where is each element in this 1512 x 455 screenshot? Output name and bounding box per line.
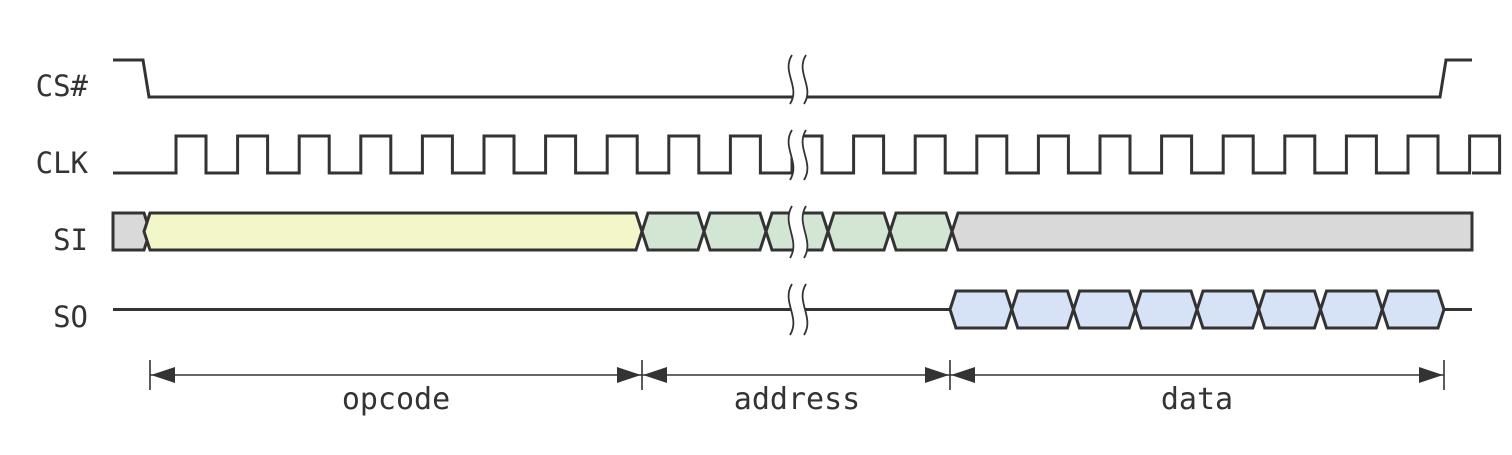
opcode-label: opcode	[342, 382, 450, 417]
data-label: data	[1161, 382, 1233, 417]
so-label: SO	[53, 300, 88, 334]
break-line	[801, 129, 809, 181]
break-gap	[788, 55, 808, 104]
arrow-right-icon	[1419, 367, 1443, 383]
break-line	[787, 205, 795, 259]
arrow-right-icon	[925, 367, 949, 383]
so-bus	[113, 289, 1472, 330]
si-address-byte	[640, 211, 706, 252]
si-bus	[111, 211, 1474, 252]
break-line	[801, 283, 809, 336]
so-data-byte	[1318, 289, 1384, 330]
discontinuity-mark	[787, 54, 809, 336]
so-data-byte	[1010, 289, 1076, 330]
break-gap	[788, 284, 808, 335]
si-idle-segment	[950, 211, 1474, 252]
so-data-byte	[1195, 289, 1261, 330]
break-line	[801, 205, 809, 259]
break-line	[787, 129, 795, 181]
si-address-byte	[826, 211, 892, 252]
clk-waveform	[113, 134, 1502, 175]
so-data-byte	[1133, 289, 1199, 330]
break-line	[801, 54, 809, 105]
break-gap	[788, 206, 808, 258]
so-data-byte	[948, 289, 1014, 330]
si-opcode-segment	[142, 211, 644, 252]
phase-markers	[149, 360, 1445, 390]
cs-label: CS#	[36, 69, 89, 103]
arrow-right-icon	[617, 367, 641, 383]
si-address-byte	[702, 211, 768, 252]
clk-label: CLK	[36, 146, 89, 180]
si-label: SI	[53, 223, 88, 257]
break-line	[787, 283, 795, 336]
so-data-byte	[1380, 289, 1446, 330]
arrow-left-icon	[151, 367, 175, 383]
arrow-left-icon	[951, 367, 975, 383]
si-address-byte	[888, 211, 954, 252]
so-data-byte	[1071, 289, 1137, 330]
break-line	[787, 54, 795, 105]
so-data-byte	[1257, 289, 1323, 330]
arrow-left-icon	[643, 367, 667, 383]
address-label: address	[734, 382, 860, 417]
break-gap	[788, 130, 808, 180]
